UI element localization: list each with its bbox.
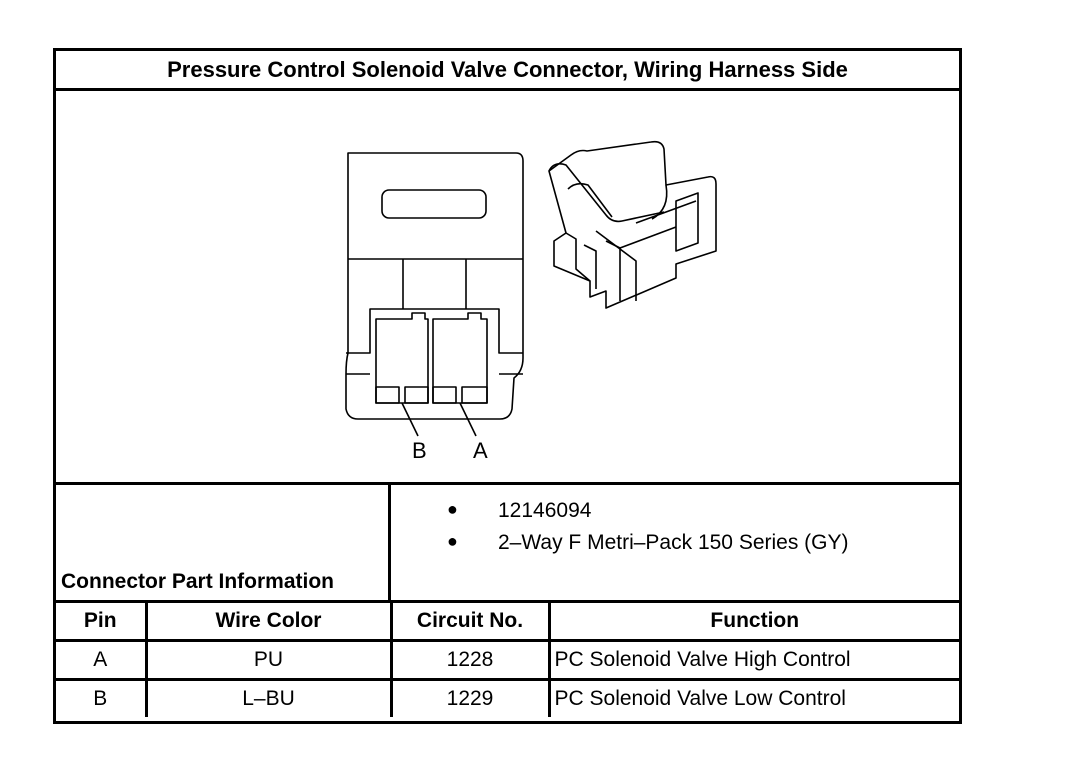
cell-pin: A: [56, 639, 148, 681]
bullet-icon: ●: [447, 499, 458, 519]
part-info-label-text: Connector Part Information: [61, 570, 335, 593]
cavity-a: [432, 312, 488, 404]
connector-part-info: Connector Part Information ● 12146094 ● …: [56, 485, 959, 603]
bullet-icon: ●: [447, 531, 458, 551]
cell-function: PC Solenoid Valve High Control: [547, 639, 959, 681]
lock-tab: [381, 189, 487, 219]
header-circuit-no: Circuit No.: [389, 603, 551, 642]
cell-wire-color: PU: [144, 639, 393, 681]
connector-drawing: B A: [56, 91, 959, 485]
connector-side-view: [548, 140, 717, 309]
cell-function: PC Solenoid Valve Low Control: [547, 678, 959, 717]
table-row: A PU 1228 PC Solenoid Valve High Control: [56, 639, 959, 681]
connector-description: 2–Way F Metri–Pack 150 Series (GY): [498, 531, 849, 554]
sheet-title: Pressure Control Solenoid Valve Connecto…: [56, 51, 959, 91]
part-info-list: ● 12146094 ● 2–Way F Metri–Pack 150 Seri…: [391, 485, 959, 600]
table-row: B L–BU 1229 PC Solenoid Valve Low Contro…: [56, 678, 959, 717]
connector-face-outline: [345, 152, 524, 420]
part-number: 12146094: [498, 499, 592, 522]
cell-circuit-no: 1229: [389, 678, 551, 717]
connector-illustration: [345, 140, 717, 437]
pin-a-label: A: [473, 438, 488, 463]
pin-table-header: Pin Wire Color Circuit No. Function: [56, 603, 959, 642]
cell-wire-color: L–BU: [144, 678, 393, 717]
cell-pin: B: [56, 678, 148, 717]
header-wire-color: Wire Color: [144, 603, 393, 642]
header-function: Function: [547, 603, 959, 642]
pin-table: Pin Wire Color Circuit No. Function A PU…: [56, 603, 959, 717]
part-info-label: Connector Part Information: [56, 485, 391, 600]
connector-info-sheet: Pressure Control Solenoid Valve Connecto…: [53, 48, 962, 724]
pin-b-label: B: [412, 438, 427, 463]
cell-circuit-no: 1228: [389, 639, 551, 681]
cavity-b: [375, 312, 429, 404]
header-pin: Pin: [56, 603, 148, 642]
